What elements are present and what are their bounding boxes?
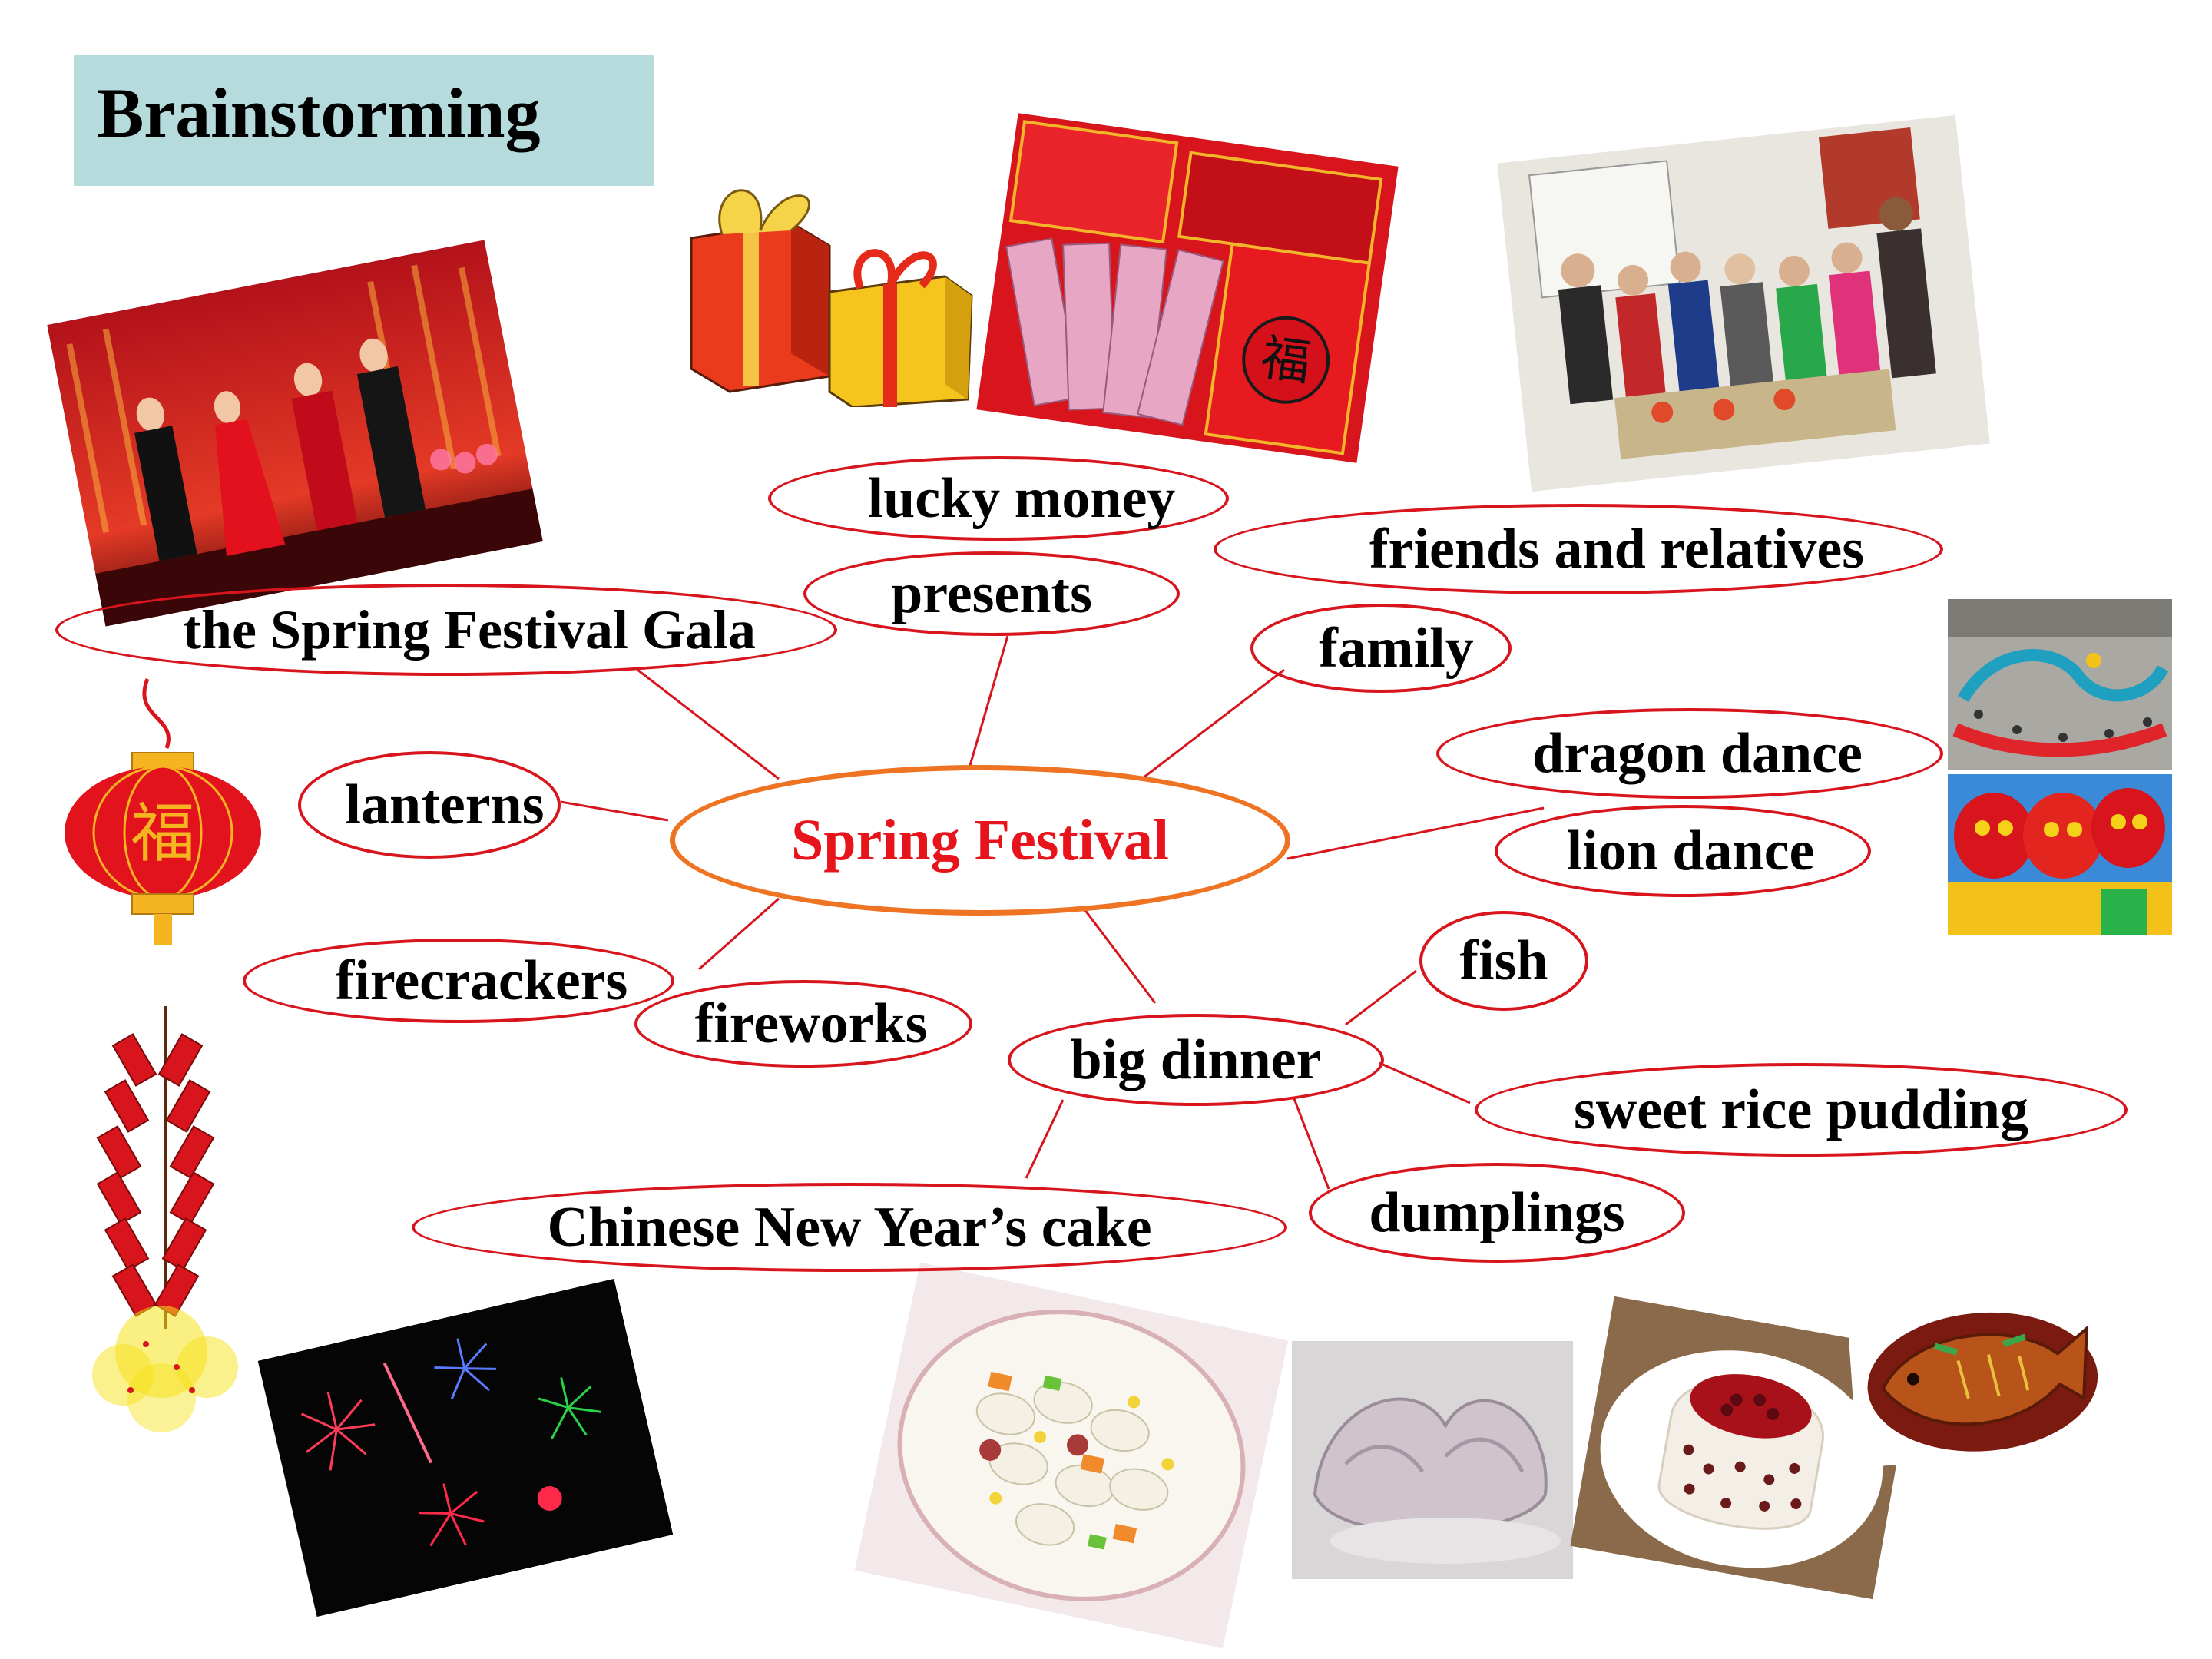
node-presents: presents (803, 551, 1180, 636)
rice-cake-photo (854, 1262, 1289, 1649)
node-fish-label: fish (1459, 929, 1548, 992)
gifts-image (676, 161, 983, 407)
link-family (1139, 668, 1285, 782)
lion-dance-icon (1948, 774, 2172, 935)
fish-photo (1845, 1267, 2103, 1468)
family-photo (1497, 114, 1990, 492)
node-lucky-money: lucky money (768, 456, 1229, 541)
center-label: Spring Festival (791, 807, 1169, 873)
node-pudding-label: sweet rice pudding (1574, 1078, 2028, 1141)
node-dumplings-label: dumplings (1369, 1181, 1625, 1244)
node-big-dinner-label: big dinner (1070, 1028, 1322, 1091)
rice-pudding-icon (1570, 1296, 1917, 1600)
node-cake-label: Chinese New Year’s cake (547, 1195, 1152, 1259)
node-dragon-dance: dragon dance (1436, 708, 1943, 799)
gift-boxes-icon (690, 189, 973, 407)
stage-performers-icon (47, 240, 543, 627)
node-fish: fish (1419, 911, 1588, 1011)
node-fireworks-label: fireworks (694, 992, 928, 1055)
link-gala (637, 668, 780, 780)
node-friends-relatives: friends and relatives (1214, 504, 1943, 594)
dragon-dance-icon (1948, 599, 2172, 770)
node-dragon-dance-label: dragon dance (1532, 721, 1863, 785)
dragon-dance-photo (1948, 599, 2172, 770)
node-lucky-money-label: lucky money (867, 466, 1176, 530)
node-gala-label: the Spring Festival Gala (182, 598, 756, 661)
rice-cake-dish-icon (854, 1262, 1289, 1649)
link-fish (1345, 969, 1417, 1026)
svg-text:福: 福 (131, 796, 195, 871)
link-big-dinner (1083, 909, 1157, 1004)
node-gala: the Spring Festival Gala (55, 584, 837, 676)
node-lanterns-label: lanterns (345, 773, 545, 836)
node-lion-dance-label: lion dance (1566, 819, 1815, 882)
lantern-image: 福 (55, 671, 270, 948)
link-dumplings (1292, 1096, 1330, 1190)
page-title: Brainstorming (97, 74, 541, 152)
fireworks-photo (257, 1278, 674, 1618)
family-group-icon (1497, 114, 1990, 492)
node-family-label: family (1319, 616, 1474, 680)
braised-fish-icon (1845, 1267, 2103, 1468)
gala-photo (47, 240, 543, 627)
node-new-years-cake: Chinese New Year’s cake (412, 1183, 1287, 1272)
red-lantern-icon: 福 (65, 678, 261, 945)
link-lanterns (560, 800, 669, 822)
node-lion-dance: lion dance (1495, 805, 1871, 897)
rice-pudding-photo (1570, 1296, 1917, 1600)
node-fireworks: fireworks (634, 980, 972, 1068)
link-dragon-dance (1286, 806, 1545, 860)
title-box: Brainstorming (74, 55, 654, 186)
lion-dance-photo (1948, 774, 2172, 935)
firecrackers-icon (92, 1006, 238, 1432)
node-dumplings: dumplings (1309, 1163, 1685, 1263)
link-cake (1025, 1099, 1065, 1179)
node-family: family (1250, 604, 1512, 693)
node-center: Spring Festival (670, 765, 1290, 916)
node-firecrackers: firecrackers (243, 939, 674, 1023)
node-sweet-rice-pudding: sweet rice pudding (1475, 1063, 2128, 1157)
node-friends-label: friends and relatives (1369, 517, 1865, 581)
lucky-money-envelopes-icon: 福 (976, 113, 1399, 463)
node-presents-label: presents (891, 561, 1092, 625)
dumplings-photo (1292, 1341, 1573, 1579)
link-presents (968, 635, 1009, 769)
link-fireworks (698, 897, 780, 971)
firecrackers-image (31, 1006, 261, 1444)
node-lanterns: lanterns (298, 751, 561, 859)
red-envelopes-photo: 福 (976, 113, 1399, 463)
node-big-dinner: big dinner (1008, 1014, 1384, 1106)
node-firecrackers-label: firecrackers (335, 949, 628, 1012)
svg-text:福: 福 (1257, 329, 1314, 392)
fireworks-icon (257, 1278, 674, 1618)
dumplings-icon (1292, 1341, 1573, 1579)
link-pudding (1379, 1061, 1471, 1104)
